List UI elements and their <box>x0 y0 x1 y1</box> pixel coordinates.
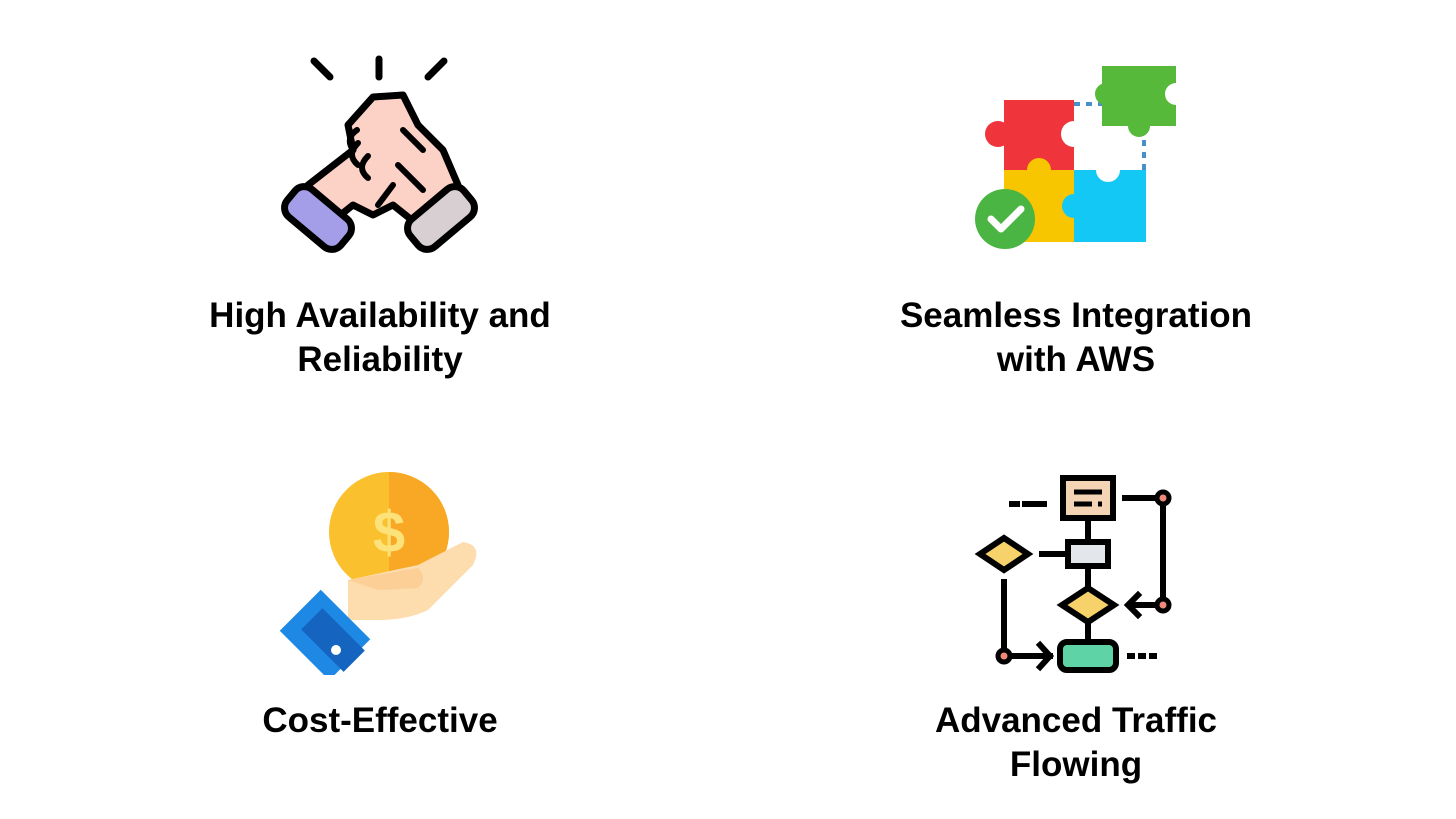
flowchart-icon <box>974 475 1172 673</box>
svg-text:$: $ <box>373 500 405 565</box>
title-line: Cost-Effective <box>262 701 498 740</box>
title-line: Flowing <box>1009 745 1143 784</box>
handshake-icon <box>281 55 478 253</box>
title-line: with AWS <box>996 340 1156 379</box>
puzzle-icon <box>975 66 1180 249</box>
feature-title: Cost-Effective <box>120 699 640 743</box>
title-line: Reliability <box>297 340 463 379</box>
feature-title: High Availability and Reliability <box>120 294 640 382</box>
title-line: Advanced Traffic <box>934 701 1218 740</box>
title-line: Seamless Integration <box>899 296 1253 335</box>
title-line: High Availability and <box>209 296 551 335</box>
feature-title: Seamless Integration with AWS <box>816 294 1336 382</box>
feature-title: Advanced Traffic Flowing <box>816 699 1336 787</box>
coin-hand-icon: $ <box>279 472 477 675</box>
